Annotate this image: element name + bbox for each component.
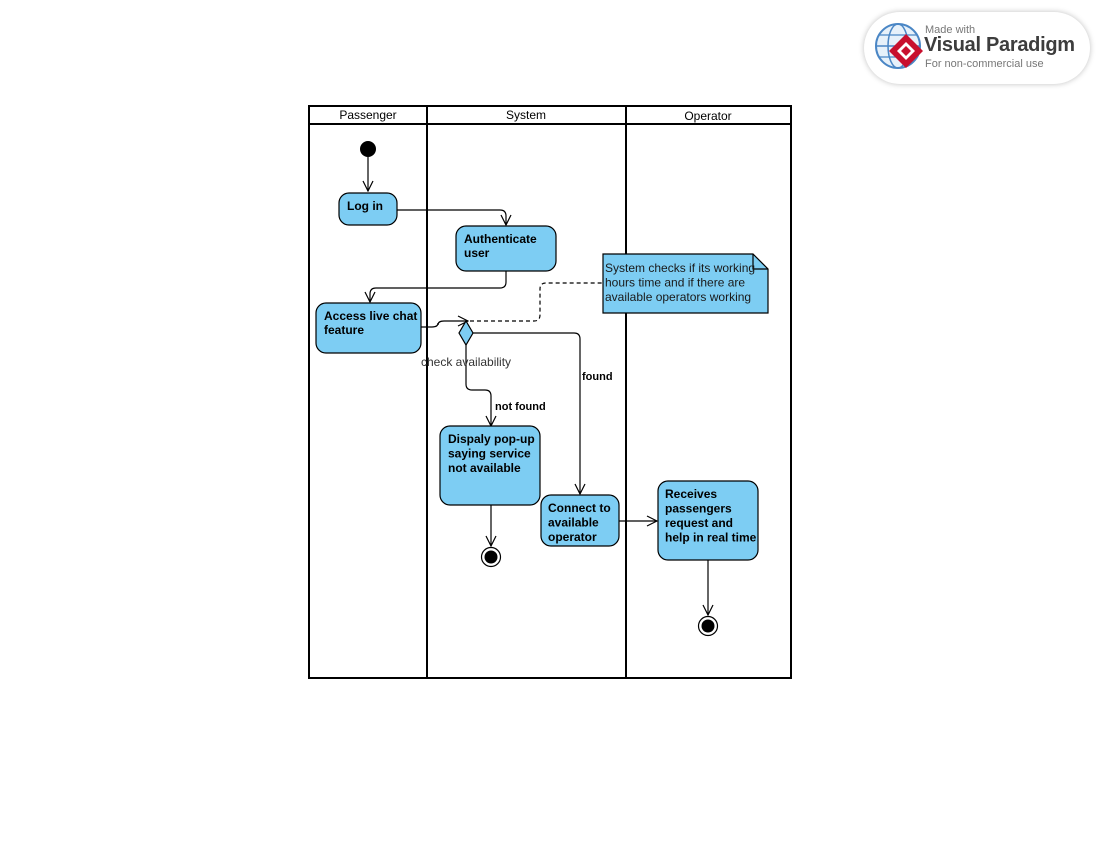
action-connect-operator[interactable]: Connect to available operator bbox=[540, 494, 620, 547]
action-connect-operator-line: operator bbox=[548, 530, 597, 544]
action-access-chat-text: Access live chat feature bbox=[324, 309, 421, 337]
final-node-system[interactable] bbox=[480, 546, 502, 568]
control-flows bbox=[368, 157, 708, 615]
edge-label-not-found: not found bbox=[495, 401, 546, 413]
guard-check-availability: check availability bbox=[421, 355, 511, 369]
note-anchor-line bbox=[470, 282, 603, 322]
watermark-subtitle: For non-commercial use bbox=[925, 58, 1044, 70]
action-connect-operator-text: Connect to available operator bbox=[548, 501, 614, 544]
action-receives-request-line: request and bbox=[665, 516, 733, 530]
watermark-brand: Visual Paradigm bbox=[924, 34, 1075, 56]
note-line: System checks if its working bbox=[605, 261, 755, 275]
flow-access-chat-to-decision[interactable] bbox=[421, 321, 468, 328]
action-receives-request-line: passengers bbox=[665, 502, 732, 516]
note-line: available operators working bbox=[605, 290, 751, 304]
watermark-made-with: Made with bbox=[925, 24, 976, 36]
action-receives-request-line: help in real time bbox=[665, 531, 757, 545]
action-receives-request-text: Receives passengers request and help in … bbox=[665, 487, 757, 545]
visual-paradigm-logo-icon bbox=[875, 23, 923, 69]
action-display-popup-line: saying service bbox=[448, 447, 531, 461]
action-authenticate-text: Authenticate user bbox=[464, 232, 540, 260]
action-display-popup-line: not available bbox=[448, 461, 521, 475]
action-receives-request[interactable]: Receives passengers request and help in … bbox=[657, 480, 759, 561]
flow-decision-found[interactable] bbox=[473, 332, 580, 494]
note-system-checks[interactable]: System checks if its working hours time … bbox=[602, 253, 769, 314]
lane-title-operator: Operator bbox=[684, 109, 731, 123]
action-receives-request-line: Receives bbox=[665, 487, 717, 501]
decision-node[interactable] bbox=[458, 319, 474, 347]
action-login-line: Log in bbox=[347, 199, 383, 213]
flow-decision-not-found[interactable] bbox=[465, 345, 491, 426]
note-fold bbox=[752, 254, 768, 270]
swimlane-frame bbox=[308, 105, 792, 679]
action-authenticate-line: Authenticate bbox=[464, 232, 537, 246]
edge-label-found: found bbox=[582, 371, 613, 383]
swimlanes: Passenger System Operator bbox=[308, 105, 792, 679]
watermark-badge: Made with Visual Paradigm For non-commer… bbox=[864, 12, 1090, 84]
action-connect-operator-line: available bbox=[548, 516, 599, 530]
action-login-text: Log in bbox=[347, 199, 383, 213]
flow-authenticate-to-access-chat[interactable] bbox=[370, 271, 507, 302]
action-connect-operator-line: Connect to bbox=[548, 501, 611, 515]
action-display-popup-line: Dispaly pop-up bbox=[448, 432, 535, 446]
lane-title-passenger: Passenger bbox=[339, 108, 396, 122]
final-node-operator[interactable] bbox=[697, 615, 719, 637]
action-authenticate-line: user bbox=[464, 246, 490, 260]
action-access-chat-line: feature bbox=[324, 323, 364, 337]
note-text: System checks if its working hours time … bbox=[605, 261, 758, 304]
action-login[interactable]: Log in bbox=[338, 192, 398, 226]
action-authenticate-user[interactable]: Authenticate user bbox=[455, 225, 557, 272]
action-display-popup-text: Dispaly pop-up saying service not availa… bbox=[448, 432, 538, 475]
initial-node[interactable] bbox=[360, 141, 376, 157]
flow-login-to-authenticate[interactable] bbox=[397, 209, 506, 225]
action-display-popup[interactable]: Dispaly pop-up saying service not availa… bbox=[439, 425, 541, 506]
note-line: hours time and if there are bbox=[605, 276, 745, 290]
action-access-live-chat[interactable]: Access live chat feature bbox=[315, 302, 422, 354]
action-access-chat-line: Access live chat bbox=[324, 309, 417, 323]
lane-title-system: System bbox=[506, 108, 546, 122]
